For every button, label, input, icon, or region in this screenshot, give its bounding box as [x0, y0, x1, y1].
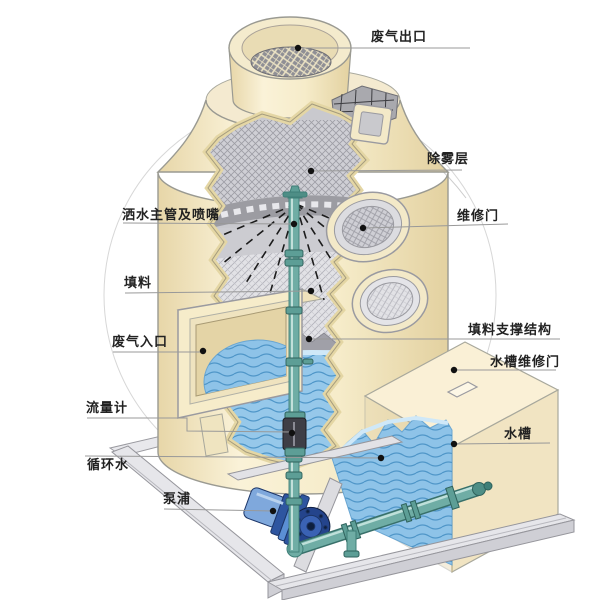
label-water-tank-maintenance-door: 水槽维修门 [490, 355, 561, 370]
callout-dots [199, 44, 458, 515]
label-flow-meter: 流量计 [86, 401, 129, 416]
label-packing: 填料 [124, 276, 153, 291]
tower-outlet-grate [250, 46, 332, 78]
maintenance-port-lower [351, 268, 429, 334]
label-pump: 泵浦 [163, 492, 192, 507]
label-exhaust-gas-outlet: 废气出口 [371, 30, 428, 45]
label-packing-support-structure: 填料支撑结构 [468, 323, 553, 338]
discharge-pipe [286, 481, 493, 558]
leader-lines [84, 47, 560, 512]
label-maintenance-door: 维修门 [457, 209, 500, 224]
maintenance-port-upper [325, 191, 411, 263]
label-circulating-water: 循环水 [87, 458, 130, 473]
label-demister-layer: 除雾层 [427, 152, 470, 167]
inlet-water [203, 339, 286, 396]
label-spray-main-pipe-nozzle: 洒水主管及喷嘴 [122, 208, 221, 223]
inspection-flange [349, 103, 393, 145]
tank-vent [446, 381, 479, 398]
tank-water [331, 415, 453, 566]
label-water-tank: 水槽 [504, 427, 533, 442]
label-exhaust-gas-inlet: 废气入口 [112, 335, 169, 350]
spray-pipe [282, 185, 314, 553]
